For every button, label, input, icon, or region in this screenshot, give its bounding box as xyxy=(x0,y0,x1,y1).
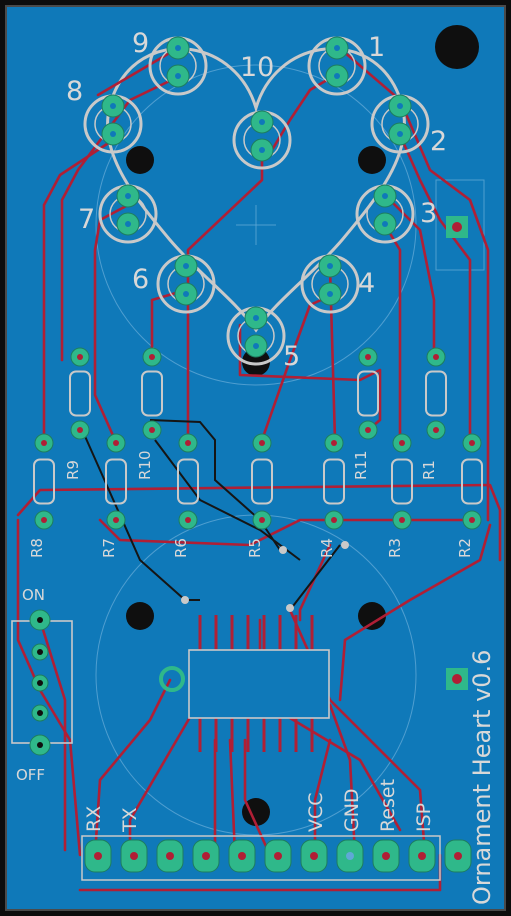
led-label-7: 7 xyxy=(78,204,95,235)
switch-on-label: ON xyxy=(22,586,45,604)
ic-pins xyxy=(198,615,314,752)
resistor-label: R4 xyxy=(318,538,336,558)
resistor-label: R10 xyxy=(136,450,154,480)
resistor-label: R9 xyxy=(64,460,82,480)
ic-chip-outline xyxy=(188,649,330,719)
header-pin-label: Reset xyxy=(377,779,399,832)
led-label-1: 1 xyxy=(368,32,385,63)
board-title: Ornament Heart v0.6 xyxy=(468,650,496,905)
resistor-label: R6 xyxy=(172,538,190,558)
board-outline xyxy=(5,5,506,911)
led-label-10: 10 xyxy=(240,52,274,83)
header-pin-label: ISP xyxy=(413,803,435,832)
switch-off-label: OFF xyxy=(16,766,45,784)
vias xyxy=(181,541,349,612)
led-label-2: 2 xyxy=(430,126,447,157)
resistor-label: R3 xyxy=(386,538,404,558)
led-footprints xyxy=(83,36,430,366)
resistor-bodies xyxy=(33,347,483,530)
led-labels: 1 2 3 4 5 6 7 8 9 10 xyxy=(66,28,447,372)
header-pin-label: VCC xyxy=(305,792,327,832)
resistor-label: R7 xyxy=(100,538,118,558)
header-pin-label: GND xyxy=(341,788,363,832)
resistor-label: R11 xyxy=(352,450,370,480)
resistor-labels: R8 R7 R6 R5 R4 R3 R2 R9 R10 R11 R1 xyxy=(28,450,474,558)
header-labels: RX TX VCC GND Reset ISP xyxy=(83,779,435,833)
led-label-6: 6 xyxy=(132,264,149,295)
led-label-9: 9 xyxy=(132,28,149,59)
mounting-holes xyxy=(126,25,479,826)
header-pin-label: RX xyxy=(83,806,105,832)
pin-header xyxy=(81,835,472,881)
resistor-label: R8 xyxy=(28,538,46,558)
led-label-5: 5 xyxy=(283,341,300,372)
resistor-label: R5 xyxy=(246,538,264,558)
power-switch[interactable] xyxy=(29,609,51,756)
header-pin-label: TX xyxy=(119,807,141,833)
led-label-8: 8 xyxy=(66,76,83,107)
resistor-label: R1 xyxy=(420,460,438,480)
led-label-3: 3 xyxy=(420,198,437,229)
resistor-label: R2 xyxy=(456,538,474,558)
ic-pin1-marker xyxy=(159,666,185,692)
led-label-4: 4 xyxy=(358,268,375,299)
